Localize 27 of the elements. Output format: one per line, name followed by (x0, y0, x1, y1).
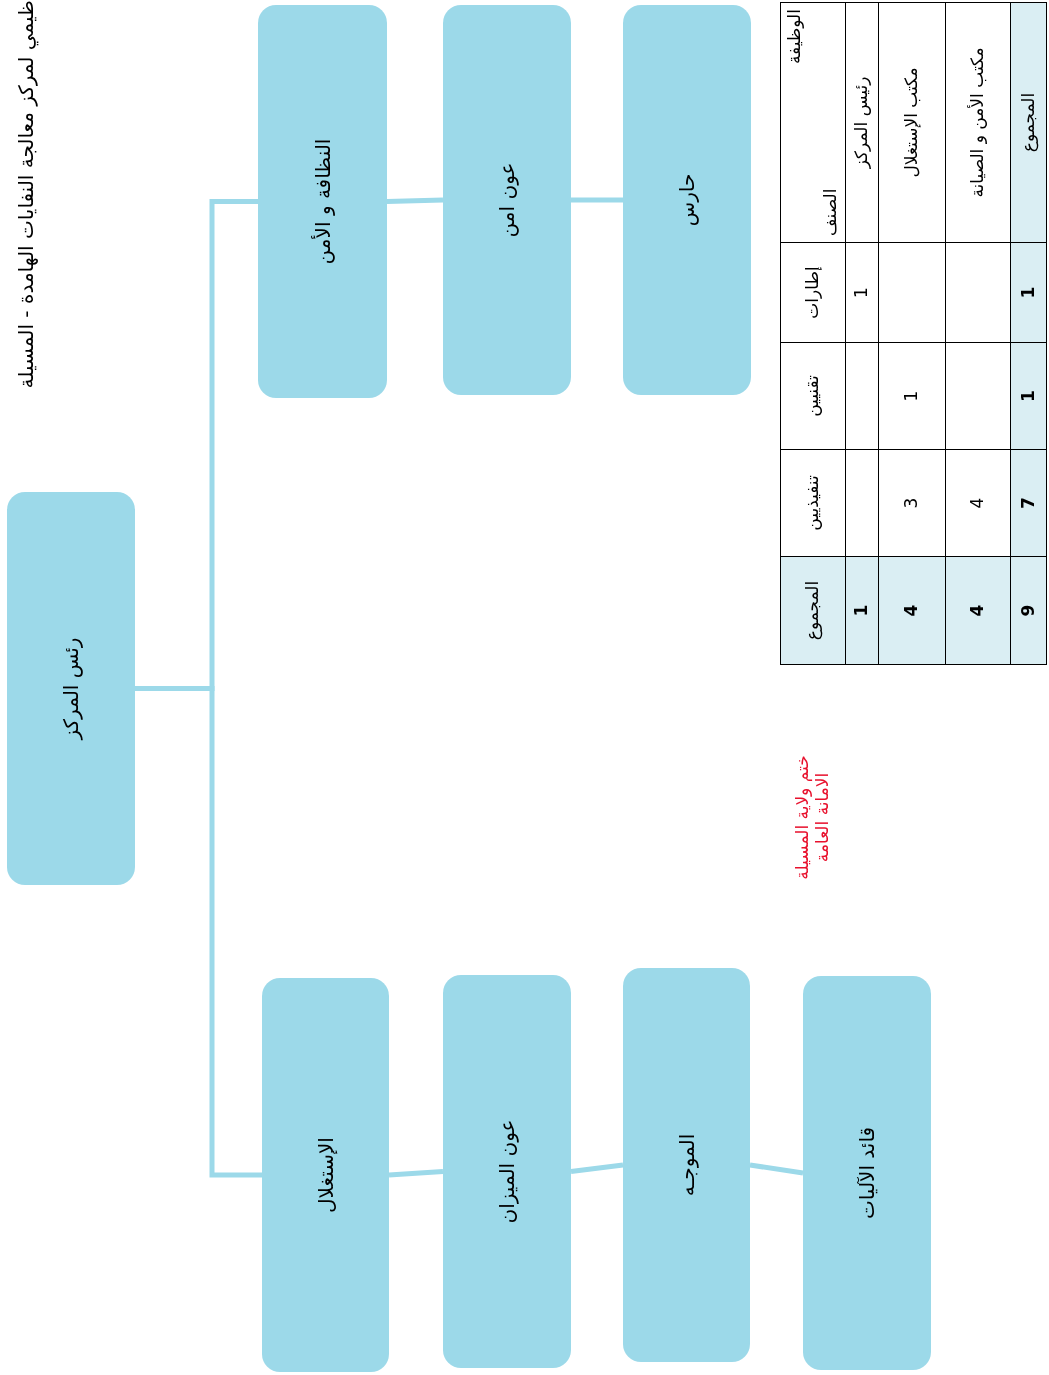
org-box: الموجـه (623, 968, 750, 1362)
connector-line (388, 1169, 444, 1178)
org-box: قائد الآليات (803, 976, 931, 1370)
table-cell: 4 (878, 556, 946, 665)
header-text: الوظيفة (785, 9, 805, 65)
table-cell: 1 (845, 556, 879, 665)
column-header: المجموع (780, 556, 846, 665)
org-box: رئس المركز (7, 492, 135, 885)
title: ظيمي لمركز معالجة النفايات الهامدة - المسيلة (14, 0, 38, 389)
table-cell: 1 (1010, 242, 1047, 343)
org-box: النظافة و الأمن (258, 5, 387, 398)
connector-line (570, 1162, 624, 1174)
org-box: عون امن (443, 5, 571, 395)
table-cell: 7 (1010, 449, 1047, 557)
org-box: عون الميزان (443, 975, 571, 1368)
table-cell: 9 (1010, 556, 1047, 665)
connector-line (571, 197, 623, 203)
header-text: الصنف (821, 188, 841, 236)
stamp-note: ختم ولاية المسيلة الامانة العامة (792, 754, 833, 882)
connector-line (135, 686, 262, 1178)
org-box: الإستغلال (262, 978, 389, 1372)
table-cell: 1 (1010, 342, 1047, 450)
org-box: حارس (623, 5, 751, 395)
connector-line (386, 197, 444, 204)
table-cell: المجموع (1010, 2, 1047, 243)
connector-line (749, 1162, 804, 1176)
table-cell: 4 (945, 556, 1011, 665)
